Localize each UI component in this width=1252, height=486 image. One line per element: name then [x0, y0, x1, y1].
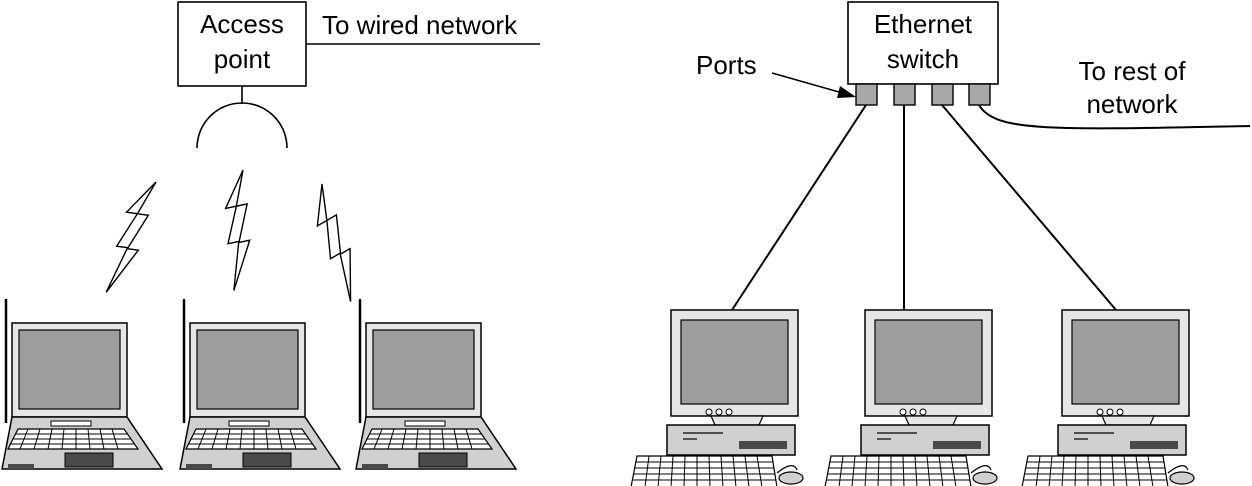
- switch-port: [855, 83, 878, 106]
- laptop: [178, 297, 342, 471]
- switch-port: [931, 83, 954, 106]
- arrowhead-icon: [837, 86, 856, 98]
- uplink-label-line1: To rest of: [1079, 56, 1187, 86]
- uplink-cable: [978, 104, 1251, 130]
- ethernet-switch: Ethernet switch: [847, 1, 999, 106]
- wireless-signal-icon: [105, 176, 157, 298]
- switch-label-line2: switch: [887, 44, 959, 74]
- switch-label-line1: Ethernet: [874, 9, 973, 39]
- laptop: [354, 297, 518, 471]
- cable: [731, 104, 867, 311]
- desktop-computer: [1021, 309, 1195, 486]
- laptop: [0, 297, 164, 471]
- desktop-computer: [630, 309, 804, 486]
- access-point-label-line2: point: [214, 44, 271, 74]
- ethernet-cables: [731, 104, 1251, 311]
- switch-port: [968, 83, 991, 106]
- switch-port: [893, 83, 916, 106]
- uplink-label-line2: network: [1086, 89, 1178, 119]
- wired-network: Ethernet switch Ports To rest of network: [630, 1, 1251, 486]
- ports-arrow: [771, 72, 847, 95]
- wireless-signal-icon: [291, 183, 381, 303]
- ports-label: Ports: [696, 50, 757, 80]
- access-point: Access point: [177, 1, 307, 149]
- access-point-label-line1: Access: [200, 9, 284, 39]
- wireless-signal-icon: [209, 169, 268, 292]
- desktop-computer: [824, 309, 998, 486]
- wired-link-label: To wired network: [322, 10, 518, 40]
- cable: [941, 104, 1117, 311]
- wireless-network: Access point To wired network: [0, 1, 540, 471]
- antenna-dish-icon: [196, 102, 288, 149]
- access-point-box: [177, 1, 307, 87]
- switch-box: [847, 1, 999, 85]
